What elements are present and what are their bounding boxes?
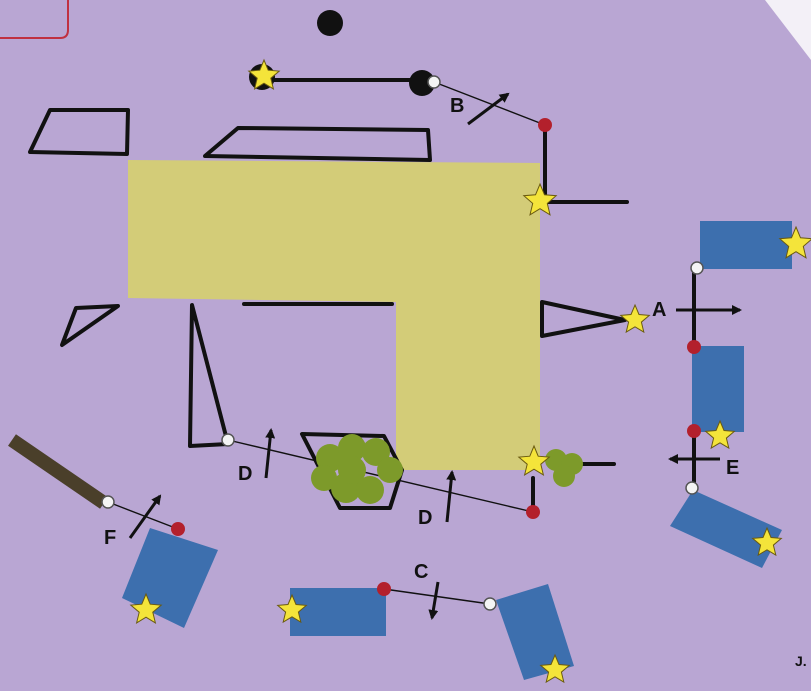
quad-obstacle-top-left <box>28 108 130 156</box>
bush-right <box>545 449 583 487</box>
star-e-top <box>704 419 736 450</box>
star-top-left <box>247 58 281 90</box>
label-a: A <box>652 299 666 321</box>
star-c-right <box>539 653 571 684</box>
label-e: E <box>726 457 739 479</box>
triangle-obstacle-tall <box>188 303 230 448</box>
white-dot-b <box>427 75 441 89</box>
arrow-d-right <box>445 470 457 523</box>
arrow-d-left <box>264 428 276 479</box>
label-d-right: D <box>418 507 432 529</box>
red-dot-f <box>171 522 185 536</box>
label-c: C <box>414 561 428 583</box>
paper-edge-right <box>765 0 811 60</box>
star-f <box>129 592 163 624</box>
corner-mark: J. <box>795 653 807 669</box>
red-dot-d <box>526 505 540 519</box>
red-dot-c <box>377 582 391 596</box>
star-blue-right-bottom <box>751 526 783 557</box>
terrain-l-shape <box>128 160 540 470</box>
blue-block-right-bottom <box>670 490 782 568</box>
label-b: B <box>450 95 464 117</box>
quad-obstacle-top-center <box>203 126 432 162</box>
link-b <box>433 81 546 126</box>
red-dot-b <box>538 118 552 132</box>
red-dot-e <box>687 424 701 438</box>
white-dot-a <box>690 261 704 275</box>
bush-center <box>311 434 403 504</box>
black-disc-top <box>317 10 343 36</box>
black-disc-b-right <box>409 70 435 96</box>
red-dot-a <box>687 340 701 354</box>
label-f: F <box>104 527 116 549</box>
blue-block-right-top <box>700 221 792 269</box>
star-a <box>619 303 651 334</box>
arrow-f <box>128 494 162 539</box>
link-f <box>107 501 179 530</box>
corner-label-box <box>0 0 69 39</box>
blue-block-bottom-center <box>290 588 386 636</box>
arrow-b <box>467 92 510 126</box>
triangle-obstacle-left <box>60 304 120 347</box>
white-dot-f <box>101 495 115 509</box>
white-dot-e <box>685 481 699 495</box>
star-c-left <box>276 593 308 624</box>
log-obstacle <box>8 434 108 509</box>
star-d-right <box>517 444 551 476</box>
triangle-obstacle-right <box>540 300 627 338</box>
white-dot-d <box>221 433 235 447</box>
star-blue-right-top <box>778 225 811 259</box>
white-dot-c <box>483 597 497 611</box>
label-d-left: D <box>238 463 252 485</box>
arrow-c <box>428 581 440 620</box>
blue-block-right-middle <box>692 346 744 432</box>
star-b-right <box>522 182 558 216</box>
